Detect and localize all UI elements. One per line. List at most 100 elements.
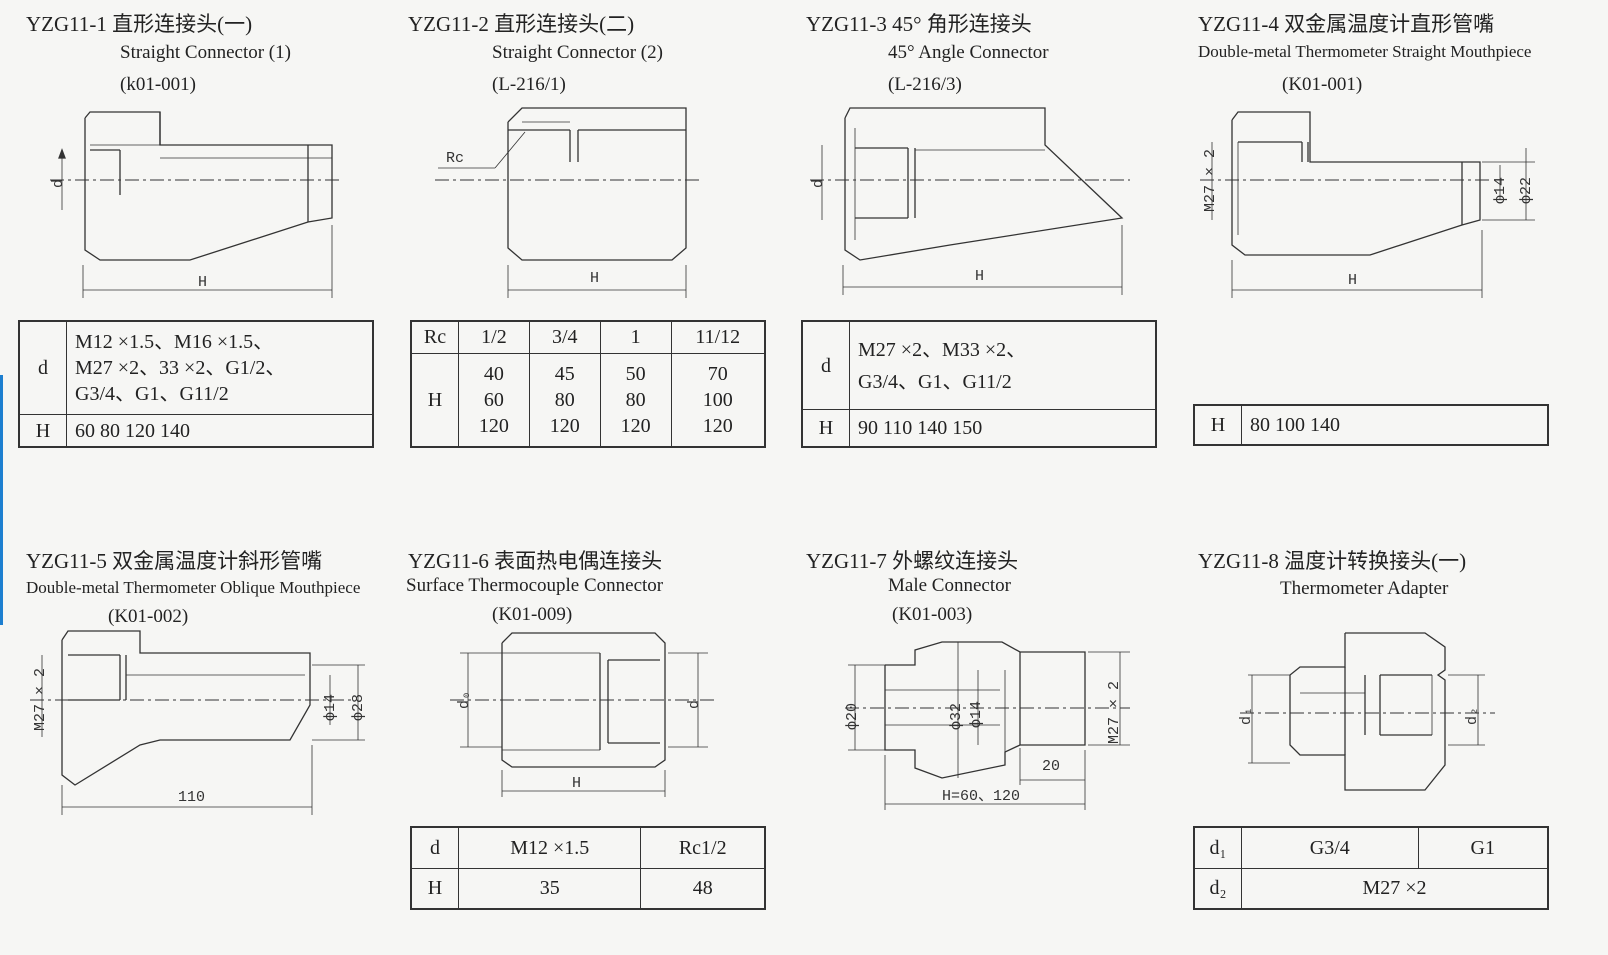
- item-2-h-value: 120: [478, 414, 509, 437]
- item-2-h-value: 45: [554, 362, 575, 385]
- item-8-d2-value: M27 ×2: [1241, 867, 1549, 910]
- item-3-h-label: H: [801, 409, 850, 448]
- item-3-subtitle: 45° Angle Connector: [888, 42, 1049, 63]
- item-1-d-label: d: [18, 320, 67, 416]
- item-7-dim-h: H=60、120: [942, 788, 1020, 805]
- item-6-d-value: Rc1/2: [640, 826, 766, 869]
- item-6-code: (K01-009): [492, 604, 573, 625]
- item-2-size: 3/4: [528, 320, 601, 354]
- item-1-d-line: G3/4、G1、G11/2: [75, 383, 229, 406]
- item-8-dim-d2: d₂: [1464, 707, 1481, 725]
- item-1-d-line: M27 ×2、33 ×2、G1/2、: [75, 357, 286, 380]
- item-1-h-label: H: [18, 414, 67, 448]
- item-6-title: YZG11-6 表面热电偶连接头: [408, 549, 663, 573]
- item-2-drawing: Rc H: [435, 107, 700, 298]
- item-4-subtitle: Double-metal Thermometer Straight Mouthp…: [1198, 42, 1532, 61]
- item-7-drawing: ф20 ф32 ф14 M27 × 2 20 H=60、120: [844, 641, 1130, 810]
- item-2-code: (L-216/1): [492, 74, 566, 95]
- item-4-title: YZG11-4 双金属温度计直形管嘴: [1198, 12, 1495, 36]
- item-5-drawing: M27 × 2 ф14 ф28 110: [30, 630, 367, 815]
- item-2-size: 11/12: [670, 320, 766, 354]
- item-2-h-value: 40: [483, 362, 504, 385]
- item-3-d-line: G3/4、G1、G11/2: [858, 370, 1012, 393]
- item-2-h-value: 100: [702, 388, 733, 411]
- item-2-dim-rc: Rc: [446, 150, 464, 167]
- item-8-d1-label: d₁: [1193, 826, 1242, 869]
- item-6-dim-d: d: [686, 700, 703, 709]
- item-1-dim-d: d: [50, 179, 67, 188]
- item-6-spec-table: d M12 ×1.5 Rc1/2 H 35 48: [410, 826, 766, 910]
- item-5-dim-phi28: ф28: [350, 694, 367, 721]
- item-2-size: 1/2: [458, 320, 530, 354]
- page-edge-accent: [0, 375, 3, 625]
- item-6-drawing: d₀ d H: [450, 632, 715, 797]
- item-2-dim-h: H: [590, 270, 599, 287]
- item-3-drawing: d H: [810, 107, 1130, 295]
- item-4-h-values: 80 100 140: [1241, 404, 1549, 446]
- item-1-h-values: 60 80 120 140: [66, 414, 374, 448]
- item-1-code: (k01-001): [120, 74, 196, 95]
- item-7-dim-20: 20: [1042, 758, 1060, 775]
- item-6-h-value: 35: [457, 867, 642, 910]
- item-5-title: YZG11-5 双金属温度计斜形管嘴: [26, 549, 323, 573]
- item-8-subtitle: Thermometer Adapter: [1280, 578, 1449, 599]
- item-3-spec-table: d M27 ×2、M33 ×2、 G3/4、G1、G11/2 H 90 110 …: [801, 320, 1157, 448]
- item-3-dim-h: H: [975, 268, 984, 285]
- item-7-dim-phi20: ф20: [844, 703, 861, 730]
- item-3-title: YZG11-3 45° 角形连接头: [806, 12, 1032, 36]
- item-6-h-label: H: [410, 867, 459, 910]
- item-1-d-line: M12 ×1.5、M16 ×1.5、: [75, 331, 274, 354]
- item-2-h-value: 80: [554, 388, 575, 411]
- item-2-h-label: H: [410, 352, 459, 448]
- item-5-subtitle: Double-metal Thermometer Oblique Mouthpi…: [26, 578, 361, 597]
- item-1-drawing: d H: [50, 111, 340, 298]
- item-7-dim-phi32: ф32: [948, 703, 965, 730]
- item-1-title: YZG11-1 直形连接头(一): [26, 12, 253, 36]
- item-7-dim-m27: M27 × 2: [1106, 681, 1123, 744]
- item-4-dim-m27: M27 × 2: [1202, 149, 1219, 212]
- item-2-rc-label: Rc: [410, 320, 459, 354]
- item-6-dim-d0: d₀: [456, 691, 473, 709]
- item-2-h-value: 120: [549, 414, 580, 437]
- item-5-dim-length: 110: [178, 789, 205, 806]
- item-5-dim-phi14: ф14: [322, 694, 339, 721]
- item-4-drawing: M27 × 2 ф14 ф22 H: [1200, 111, 1535, 298]
- item-2-size: 1: [599, 320, 672, 354]
- item-3-d-line: M27 ×2、M33 ×2、: [858, 338, 1027, 361]
- item-1-dim-h: H: [198, 274, 207, 291]
- item-2-title: YZG11-2 直形连接头(二): [408, 12, 635, 36]
- item-4-dim-phi14: ф14: [1492, 177, 1509, 204]
- item-2-h-value: 80: [625, 388, 646, 411]
- item-8-d2-label: d₂: [1193, 867, 1242, 910]
- item-8-title: YZG11-8 温度计转换接头(一): [1198, 549, 1467, 573]
- item-2-h-value: 120: [620, 414, 651, 437]
- item-6-subtitle: Surface Thermocouple Connector: [406, 575, 664, 596]
- item-3-code: (L-216/3): [888, 74, 962, 95]
- item-7-dim-phi14: ф14: [968, 701, 985, 728]
- item-8-d1-value: G1: [1417, 826, 1549, 869]
- item-6-d-value: M12 ×1.5: [457, 826, 642, 869]
- item-4-code: (K01-001): [1282, 74, 1363, 95]
- item-4-spec-table: H 80 100 140: [1193, 404, 1549, 446]
- item-8-d1-value: G3/4: [1241, 826, 1419, 869]
- item-5-code: (K01-002): [108, 606, 189, 627]
- item-2-subtitle: Straight Connector (2): [492, 42, 663, 63]
- item-4-dim-phi22: ф22: [1518, 177, 1535, 204]
- item-2-h-value: 120: [702, 414, 733, 437]
- item-1-spec-table: d M12 ×1.5、M16 ×1.5、 M27 ×2、33 ×2、G1/2、 …: [18, 320, 374, 448]
- item-2-h-value: 60: [483, 388, 504, 411]
- item-8-spec-table: d₁ G3/4 G1 d₂ M27 ×2: [1193, 826, 1549, 910]
- item-4-dim-h: H: [1348, 272, 1357, 289]
- item-2-spec-table: Rc 1/2 3/4 1 11/12 H 40 60 120 45 80 120 50 8…: [410, 320, 766, 448]
- item-1-subtitle: Straight Connector (1): [120, 42, 291, 63]
- item-2-h-value: 70: [707, 362, 728, 385]
- item-2-h-value: 50: [625, 362, 646, 385]
- item-6-h-value: 48: [640, 867, 766, 910]
- item-5-dim-m27: M27 × 2: [32, 668, 49, 731]
- item-8-drawing: d₁ d₂: [1238, 632, 1495, 791]
- item-3-h-values: 90 110 140 150: [849, 409, 1157, 448]
- item-3-dim-d: d: [810, 179, 827, 188]
- item-7-title: YZG11-7 外螺纹连接头: [806, 549, 1019, 573]
- item-6-d-label: d: [410, 826, 459, 869]
